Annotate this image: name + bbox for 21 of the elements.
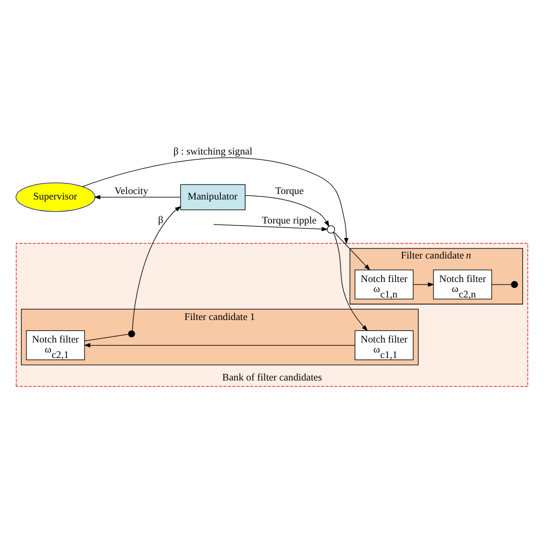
arrow [82,157,348,244]
arrow [244,195,330,228]
edge-label: Torque ripple [262,216,317,227]
arrow [213,224,328,232]
node-box: Manipulator [180,184,246,210]
edge-label: β [158,214,164,226]
arrow [94,194,181,200]
arrow [412,282,434,287]
arrow [332,232,368,332]
connector [491,284,512,285]
node-circle [511,281,518,288]
connector [84,334,129,342]
node-circle [128,330,136,338]
node-circle [326,225,336,234]
arrow [132,206,182,332]
arrow [84,343,356,348]
arrow [334,232,370,271]
node-ellipse: Supervisor [16,182,96,212]
edge-label: β : switching signal [173,146,252,158]
edge-label: Velocity [114,186,148,197]
edge-label: Torque [275,186,304,197]
